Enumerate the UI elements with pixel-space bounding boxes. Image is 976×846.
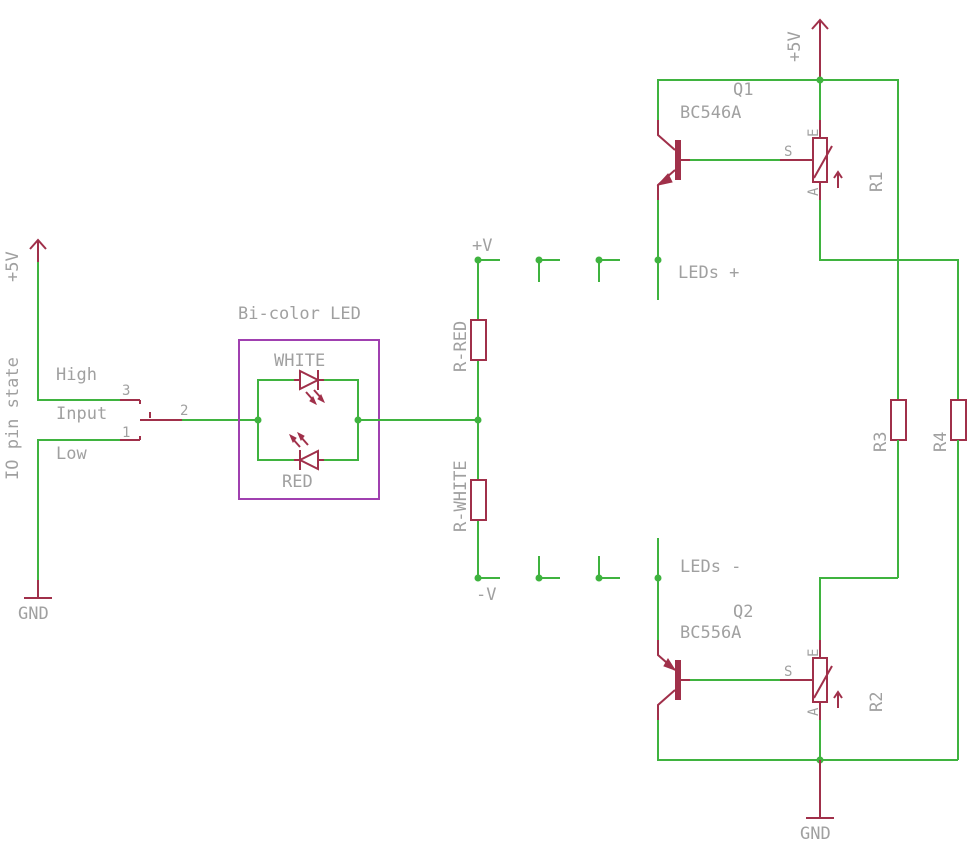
q2-ref: Q2 xyxy=(733,602,753,622)
r-white-label: R-WHITE xyxy=(451,460,471,532)
minus-v-label: -V xyxy=(476,585,496,605)
ground-symbol-left xyxy=(24,580,52,599)
r-red-label: R-RED xyxy=(451,321,471,372)
switch-pin-3: 3 xyxy=(122,383,130,399)
transistor-q1 xyxy=(656,120,690,200)
resistor-r-red xyxy=(470,319,487,361)
r1-pin-s: S xyxy=(784,144,792,160)
switch-pin-2: 2 xyxy=(180,403,188,419)
potentiometer-r2 xyxy=(780,640,843,720)
plus-v-label: +V xyxy=(472,236,492,256)
r4-label: R4 xyxy=(931,432,951,452)
q1-ref: Q1 xyxy=(733,80,753,100)
bicolor-led-title: Bi-color LED xyxy=(238,304,361,324)
supply-label-top: +5V xyxy=(785,31,805,62)
q1-part: BC546A xyxy=(680,103,741,123)
q1-wires xyxy=(654,76,959,400)
r2-pin-s: S xyxy=(784,664,792,680)
resistor-r3 xyxy=(890,399,907,441)
supply-arrow-top xyxy=(811,18,829,80)
led-wires xyxy=(254,379,478,461)
switch-wires xyxy=(37,262,258,580)
potentiometer-r1 xyxy=(780,120,843,200)
white-led-diode xyxy=(294,369,325,406)
ground-label-left: GND xyxy=(18,604,49,624)
q2-part: BC556A xyxy=(680,623,741,643)
ground-label-bottom: GND xyxy=(800,824,831,844)
io-pin-state-label: IO pin state xyxy=(3,357,23,480)
r1-pin-a: A xyxy=(806,187,822,196)
leds-minus-label: LEDs - xyxy=(680,557,741,577)
red-led-diode xyxy=(289,431,324,471)
resistor-r-white xyxy=(470,479,487,521)
ground-symbol-bottom xyxy=(806,760,834,819)
resistor-r4 xyxy=(950,399,967,441)
r1-pin-e: E xyxy=(806,129,822,137)
r2-pin-e: E xyxy=(806,649,822,657)
transistor-q2 xyxy=(657,640,690,720)
r2-pin-a: A xyxy=(806,707,822,716)
resistor-column-wires xyxy=(474,260,482,578)
red-led-label: RED xyxy=(282,472,313,492)
leds-plus-label: LEDs + xyxy=(678,263,739,283)
three-position-switch xyxy=(120,399,182,441)
switch-pin-1: 1 xyxy=(122,425,130,441)
r3-label: R3 xyxy=(871,432,891,452)
white-led-label: WHITE xyxy=(274,351,325,371)
supply-arrow-left xyxy=(29,238,47,262)
switch-low-label: Low xyxy=(56,444,87,464)
switch-input-label: Input xyxy=(56,404,107,424)
r2-label: R2 xyxy=(867,692,887,712)
minus-v-rail xyxy=(474,538,658,582)
switch-high-label: High xyxy=(56,365,97,385)
supply-label-left: +5V xyxy=(3,251,23,282)
r1-label: R1 xyxy=(867,172,887,192)
plus-v-rail xyxy=(474,256,658,300)
